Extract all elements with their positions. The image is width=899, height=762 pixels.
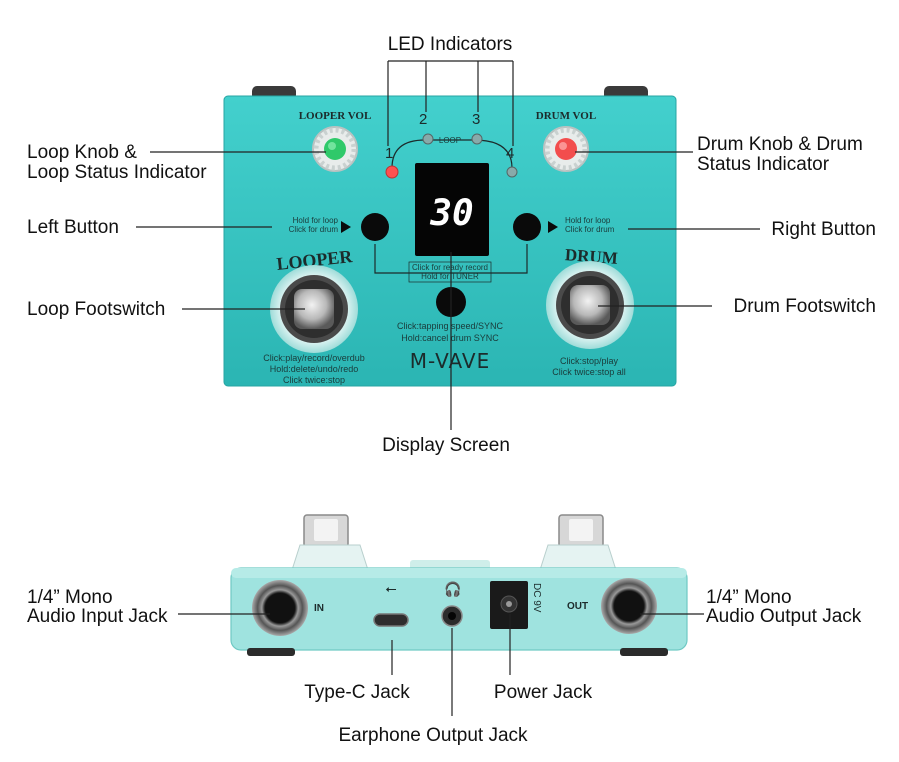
type-c-port[interactable] — [373, 613, 409, 627]
brand-logo: M-VAVE — [410, 349, 490, 373]
center-hint-box — [408, 261, 492, 283]
in-label: IN — [314, 603, 324, 614]
led-3 — [471, 133, 483, 145]
pedal-side-view: IN ⭠ 🎧 DC 9V OUT — [230, 514, 688, 656]
left-hint-1: Hold for loop — [293, 216, 339, 225]
looper-fs-hint-2: Hold:delete/undo/redo — [270, 364, 359, 374]
drum-fs-hint-2: Click twice:stop all — [552, 367, 626, 377]
input-jack[interactable] — [252, 580, 308, 636]
callout-drum-knob-1: Drum Knob & Drum — [697, 134, 863, 155]
center-button-hint-1: Click:tapping speed/SYNC — [397, 321, 504, 331]
callout-loop-knob-2: Loop Status Indicator — [27, 162, 207, 183]
callout-earphone-jack: Earphone Output Jack — [338, 725, 528, 746]
callout-loop-footswitch: Loop Footswitch — [27, 299, 165, 320]
looper-vol-label: LOOPER VOL — [299, 110, 372, 122]
center-hint-2: Hold for TUNER — [421, 272, 479, 281]
center-button-hint-2: Hold:cancel drum SYNC — [401, 333, 499, 343]
callout-power-jack: Power Jack — [494, 682, 593, 703]
drum-footswitch[interactable] — [546, 261, 634, 349]
callout-display-screen: Display Screen — [382, 435, 510, 456]
led-arc — [391, 139, 513, 169]
drum-fs-hint-1: Click:stop/play — [560, 356, 619, 366]
led-2 — [422, 133, 434, 145]
loop-arc-label: LOOP — [439, 136, 461, 145]
center-hint-1: Click for ready record — [412, 263, 488, 272]
right-hint-2: Click for drum — [565, 225, 615, 234]
led-number-2: 2 — [419, 111, 427, 128]
loop-status-indicator — [324, 138, 346, 160]
right-hint-1: Hold for loop — [565, 216, 611, 225]
right-button-arrow-icon — [548, 221, 558, 233]
drum-vol-label: DRUM VOL — [536, 110, 596, 122]
headphone-icon: 🎧 — [444, 581, 461, 598]
earphone-jack[interactable] — [441, 605, 463, 627]
dc-label: DC 9V — [531, 583, 542, 613]
usb-icon: ⭠ — [385, 581, 396, 597]
drum-title: DRUM — [564, 245, 618, 268]
led-number-1: 1 — [385, 145, 393, 162]
drum-status-indicator — [555, 138, 577, 160]
display-screen — [415, 163, 489, 256]
loop-footswitch[interactable] — [270, 265, 358, 353]
looper-vol-knob[interactable] — [312, 126, 358, 172]
callout-drum-knob-2: Status Indicator — [697, 154, 830, 175]
led-number-3: 3 — [472, 111, 480, 128]
output-jack[interactable] — [601, 578, 657, 634]
callout-loop-knob-1: Loop Knob & — [27, 142, 137, 163]
top-callouts: LED Indicators Loop Knob & Loop Status I… — [27, 34, 876, 456]
callout-drum-footswitch: Drum Footswitch — [733, 296, 876, 317]
out-label: OUT — [567, 601, 588, 612]
power-jack[interactable] — [490, 581, 528, 629]
led-4 — [506, 166, 518, 178]
led-1 — [385, 165, 399, 179]
display-value: 30 — [429, 193, 473, 234]
side-callouts: 1/4” Mono Audio Input Jack 1/4” Mono Aud… — [27, 587, 862, 746]
drum-vol-knob[interactable] — [543, 126, 589, 172]
pedal-top-view: LOOPER VOL DRUM VOL LOOP 1 2 3 4 30 — [223, 86, 677, 387]
callout-output-jack-1: 1/4” Mono — [706, 587, 792, 608]
left-hint-2: Click for drum — [289, 225, 339, 234]
callout-type-c-jack: Type-C Jack — [304, 682, 410, 703]
callout-input-jack-2: Audio Input Jack — [27, 606, 168, 627]
looper-fs-hint-1: Click:play/record/overdub — [263, 353, 365, 363]
left-button-arrow-icon — [341, 221, 351, 233]
looper-fs-hint-3: Click twice:stop — [283, 375, 345, 385]
callout-input-jack-1: 1/4” Mono — [27, 587, 113, 608]
callout-led-indicators: LED Indicators — [388, 34, 513, 55]
left-button[interactable] — [361, 213, 389, 241]
led-number-4: 4 — [506, 145, 514, 162]
callout-left-button: Left Button — [27, 217, 119, 238]
right-button[interactable] — [513, 213, 541, 241]
callout-right-button: Right Button — [771, 219, 876, 240]
callout-output-jack-2: Audio Output Jack — [706, 606, 862, 627]
